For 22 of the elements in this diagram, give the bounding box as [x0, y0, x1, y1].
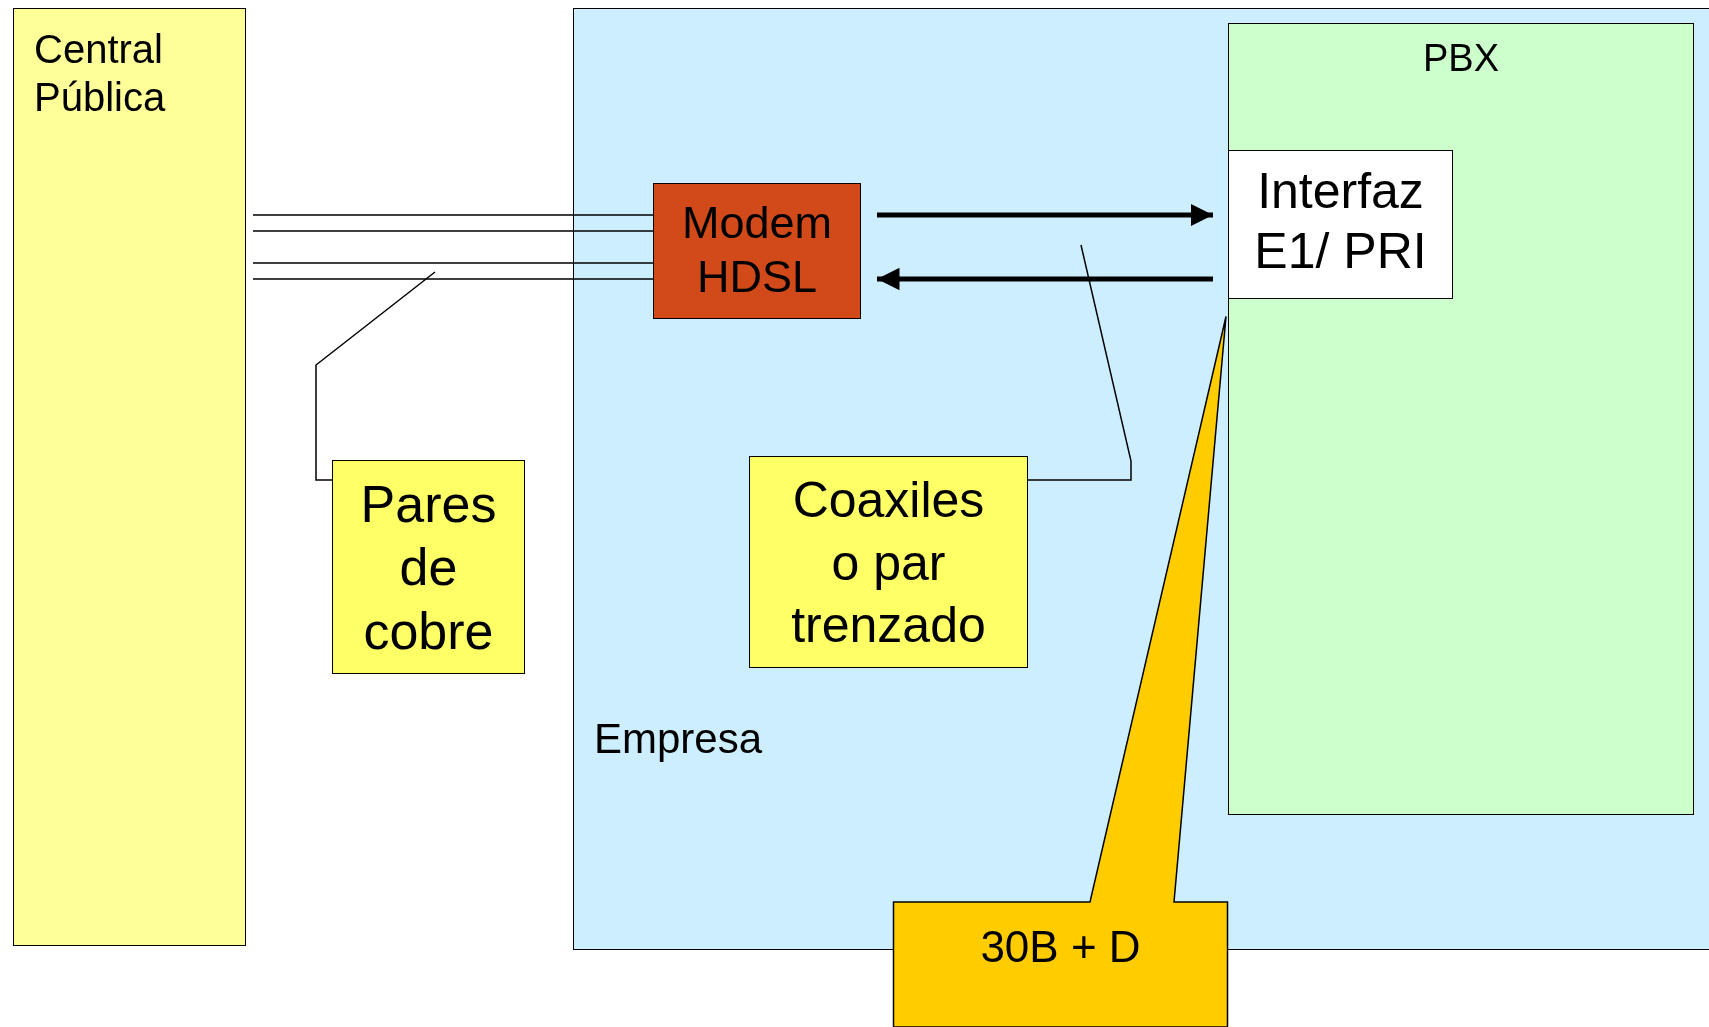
modem-box [653, 183, 861, 319]
panel-title: PBX [1421, 36, 1500, 81]
callout-text: Coaxiles o par trenzado [790, 471, 987, 655]
wire-line [252, 214, 654, 216]
exchange-panel [13, 8, 246, 946]
arrow [877, 203, 1213, 227]
wire-line [252, 278, 654, 280]
leader-line [315, 271, 436, 481]
panel-title: Empresa [594, 714, 763, 764]
callout-box [332, 460, 525, 674]
callout-text: Pares de cobre [359, 474, 498, 662]
pbx-panel [1228, 23, 1694, 815]
wire-line [252, 262, 654, 264]
arrow [877, 267, 1213, 291]
leader-line [1027, 244, 1132, 481]
callout-box [749, 456, 1028, 668]
panel-title: Central Pública [34, 26, 167, 121]
box-label: Interfaz E1/ PRI [1253, 162, 1428, 281]
box-label: Modem HDSL [680, 196, 834, 304]
interface-box [1228, 150, 1453, 299]
callout-text: 30B + D [979, 921, 1142, 973]
wire-line [252, 230, 654, 232]
